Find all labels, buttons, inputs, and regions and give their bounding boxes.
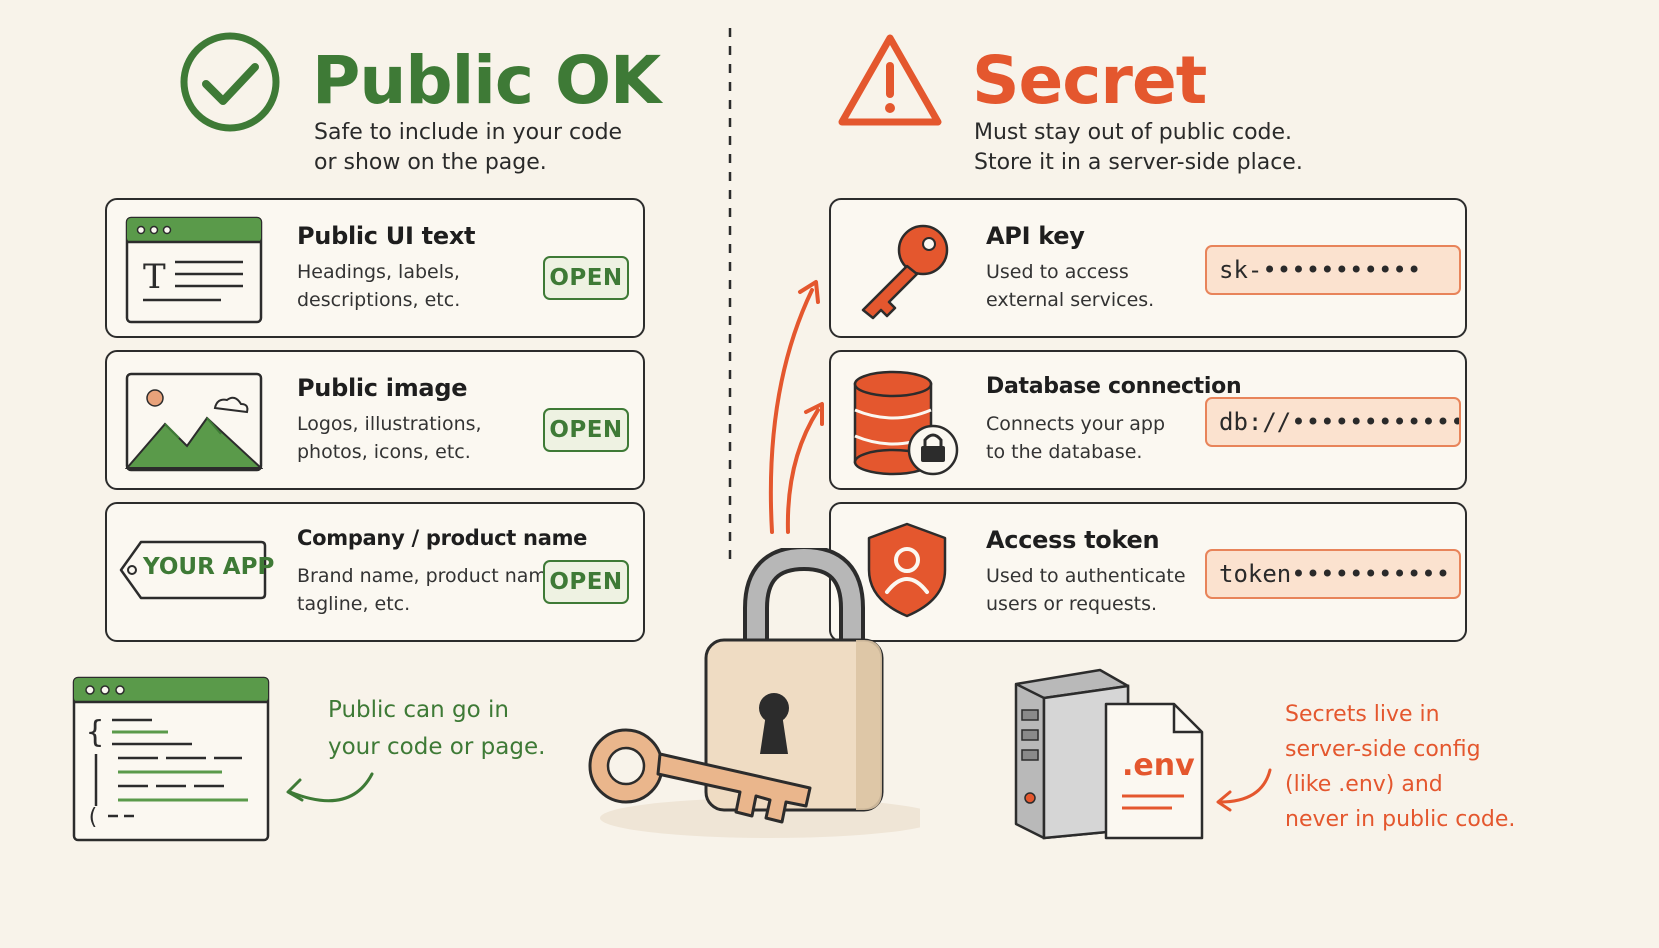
- desc-line: external services.: [986, 289, 1155, 311]
- public-card-title: Public UI text: [297, 222, 476, 250]
- env-file-icon: [1104, 702, 1204, 840]
- arrows-to-secrets-icon: [768, 280, 824, 534]
- price-tag-icon: [119, 540, 267, 600]
- public-card-desc: Headings, labels, descriptions, etc.: [297, 258, 460, 314]
- svg-text:(: (: [86, 805, 99, 830]
- desc-line: Headings, labels,: [297, 261, 460, 283]
- secret-title: Secret: [972, 42, 1207, 119]
- secret-note-line3: (like .env) and: [1285, 772, 1443, 797]
- desc-line: to the database.: [986, 441, 1143, 463]
- database-lock-icon: [853, 370, 959, 476]
- secret-value-field: db://••••••••••••: [1205, 397, 1461, 447]
- public-subtitle: Safe to include in your code or show on …: [314, 118, 622, 178]
- curved-arrow-to-server-icon: [1216, 768, 1272, 812]
- public-card-title: Company / product name: [297, 526, 588, 550]
- env-file-label: .env: [1122, 748, 1195, 783]
- desc-line: photos, icons, etc.: [297, 441, 471, 463]
- secret-subtitle-line2: Store it in a server-side place.: [974, 150, 1303, 175]
- public-card-desc: Logos, illustrations, photos, icons, etc…: [297, 410, 482, 466]
- desc-line: Brand name, product name,: [297, 565, 565, 587]
- public-card-title: Public image: [297, 374, 468, 402]
- svg-text:T: T: [143, 257, 166, 297]
- public-note: Public can go in your code or page.: [328, 692, 545, 766]
- public-note-line2: your code or page.: [328, 734, 546, 760]
- secret-card-api-key: API key Used to access external services…: [829, 198, 1467, 338]
- curved-arrow-to-code-icon: [286, 772, 374, 803]
- public-note-line1: Public can go in: [328, 697, 509, 723]
- center-divider: [728, 28, 732, 563]
- desc-line: descriptions, etc.: [297, 289, 461, 311]
- open-badge: OPEN: [543, 408, 629, 452]
- secret-card-title: API key: [986, 222, 1085, 250]
- secret-card-desc: Used to authenticate users or requests.: [986, 562, 1186, 618]
- open-badge: OPEN: [543, 560, 629, 604]
- desc-line: Connects your app: [986, 413, 1166, 435]
- secret-card-title: Database connection: [986, 374, 1242, 399]
- public-subtitle-line1: Safe to include in your code: [314, 120, 623, 145]
- public-subtitle-line2: or show on the page.: [314, 150, 547, 175]
- secret-card-desc: Connects your app to the database.: [986, 410, 1165, 466]
- code-window-icon: { (: [72, 676, 270, 842]
- secret-value-field: sk-•••••••••••: [1205, 245, 1461, 295]
- desc-line: tagline, etc.: [297, 593, 411, 615]
- padlock-icon: [588, 548, 920, 838]
- secret-note-line1: Secrets live in: [1285, 702, 1440, 727]
- secret-note: Secrets live in server-side config (like…: [1285, 697, 1515, 837]
- desc-line: Logos, illustrations,: [297, 413, 482, 435]
- secret-subtitle: Must stay out of public code. Store it i…: [974, 118, 1303, 178]
- check-circle-icon: [180, 32, 280, 132]
- public-card-company-name: YOUR APP Company / product name Brand na…: [105, 502, 645, 642]
- open-badge: OPEN: [543, 256, 629, 300]
- secret-card-access-token: Access token Used to authenticate users …: [829, 502, 1467, 642]
- secret-card-title: Access token: [986, 526, 1160, 554]
- text-window-icon: T: [125, 216, 263, 324]
- svg-text:{: {: [86, 715, 104, 750]
- key-icon: [861, 224, 949, 320]
- secret-card-desc: Used to access external services.: [986, 258, 1154, 314]
- secret-card-database: Database connection Connects your app to…: [829, 350, 1467, 490]
- secret-subtitle-line1: Must stay out of public code.: [974, 120, 1293, 145]
- secret-note-line4: never in public code.: [1285, 807, 1516, 832]
- desc-line: Used to access: [986, 261, 1129, 283]
- warning-triangle-icon: [838, 34, 942, 126]
- public-card-desc: Brand name, product name, tagline, etc.: [297, 562, 565, 618]
- secret-note-line2: server-side config: [1285, 737, 1481, 762]
- desc-line: users or requests.: [986, 593, 1158, 615]
- secret-value-field: token•••••••••••: [1205, 549, 1461, 599]
- shield-user-icon: [867, 522, 947, 618]
- image-landscape-icon: [125, 372, 263, 472]
- key-shape: [588, 728, 812, 824]
- public-card-ui-text: T Public UI text Headings, labels, descr…: [105, 198, 645, 338]
- public-card-image: Public image Logos, illustrations, photo…: [105, 350, 645, 490]
- tag-text: YOUR APP: [143, 554, 275, 580]
- public-title: Public OK: [312, 42, 661, 119]
- desc-line: Used to authenticate: [986, 565, 1186, 587]
